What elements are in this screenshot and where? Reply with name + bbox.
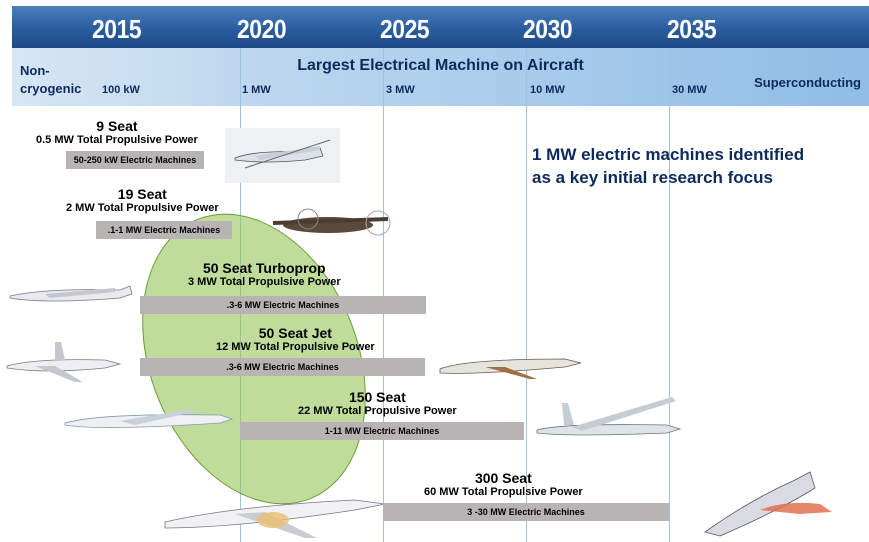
machine-range-bar: 1-11 MW Electric Machines: [240, 422, 524, 440]
seat-count: 150 Seat: [348, 389, 406, 405]
300-seat-aircraft-illustration: [164, 499, 386, 538]
seat-count: 50 Seat Turboprop: [202, 260, 326, 276]
machine-range-bar: 50-250 kW Electric Machines: [66, 151, 204, 169]
truss-braced-wing-illustration: [536, 397, 682, 436]
50-seat-turboprop-illustration: [9, 285, 133, 302]
year-header: 2015 2020 2025 2030 2035: [12, 6, 869, 48]
tick-label: 3 MW: [386, 84, 415, 96]
seat-count: 300 Seat: [474, 470, 532, 486]
machine-range-bar: .1-1 MW Electric Machines: [96, 221, 232, 239]
total-power: 3 MW Total Propulsive Power: [188, 276, 341, 288]
band-title: Largest Electrical Machine on Aircraft: [297, 57, 584, 74]
gridline: [526, 48, 527, 542]
total-power: 2 MW Total Propulsive Power: [66, 202, 219, 214]
tick-label: 30 MW: [672, 84, 707, 96]
gridline: [669, 48, 670, 542]
year-label: 2015: [92, 14, 142, 44]
total-power: 12 MW Total Propulsive Power: [216, 341, 375, 353]
150-seat-aircraft-illustration: [64, 409, 234, 428]
blended-wing-body-illustration: [704, 471, 832, 537]
total-power: 60 MW Total Propulsive Power: [424, 486, 583, 498]
50-seat-jet-illustration: [6, 342, 122, 382]
tick-label: 100 kW: [102, 84, 140, 96]
year-label: 2035: [667, 14, 717, 44]
total-power: 0.5 MW Total Propulsive Power: [36, 134, 198, 146]
row-label: Non- cryogenic: [20, 63, 82, 96]
year-label: 2020: [237, 14, 287, 44]
machine-range-bar: 3 -30 MW Electric Machines: [383, 503, 669, 521]
seat-count: 9 Seat: [96, 118, 138, 134]
aircraft-entry: 9 Seat 0.5 MW Total Propulsive Power: [36, 119, 198, 147]
total-power: 22 MW Total Propulsive Power: [298, 405, 457, 417]
research-focus-note: 1 MW electric machines identified as a k…: [532, 145, 805, 187]
year-label: 2030: [523, 14, 573, 44]
year-label: 2025: [380, 14, 430, 44]
gridline: [383, 48, 384, 542]
seat-count: 50 Seat Jet: [258, 325, 332, 341]
jet-aircraft-illustration: [439, 358, 582, 379]
machine-range-bar: .3-6 MW Electric Machines: [140, 296, 426, 314]
aircraft-entry: 150 Seat 22 MW Total Propulsive Power: [298, 390, 457, 418]
aircraft-entry: 50 Seat Turboprop 3 MW Total Propulsive …: [188, 261, 341, 289]
machine-range-bar: .3-6 MW Electric Machines: [140, 358, 425, 376]
9-seat-aircraft-illustration: [225, 128, 340, 183]
aircraft-entry: 50 Seat Jet 12 MW Total Propulsive Power: [216, 326, 375, 354]
aircraft-entry: 300 Seat 60 MW Total Propulsive Power: [424, 471, 583, 499]
superconducting-label: Superconducting: [754, 75, 861, 90]
tick-label: 1 MW: [242, 84, 271, 96]
aircraft-entry: 19 Seat 2 MW Total Propulsive Power: [66, 187, 219, 215]
tick-label: 10 MW: [530, 84, 565, 96]
seat-count: 19 Seat: [117, 186, 167, 202]
machine-size-band: Non- cryogenic Largest Electrical Machin…: [12, 48, 869, 106]
19-seat-aircraft-illustration: [273, 208, 391, 236]
